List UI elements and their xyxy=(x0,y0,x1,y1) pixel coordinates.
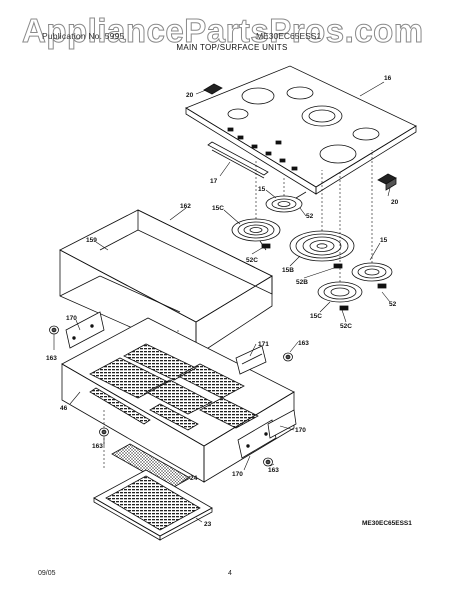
surface-element-15b xyxy=(289,230,355,269)
callout-163-right: 163 xyxy=(298,340,309,347)
burner-box xyxy=(59,209,273,357)
surface-element-15c-bottom xyxy=(317,281,363,311)
callout-15-top: 15 xyxy=(258,186,266,193)
callout-52b: 52B xyxy=(296,279,308,286)
callout-52c-left: 52C xyxy=(246,257,258,264)
surface-element-15c-left xyxy=(231,218,281,251)
publication-header: Publication No. 5995 xyxy=(42,31,125,41)
callout-159: 159 xyxy=(86,237,97,244)
callout-46: 46 xyxy=(60,405,68,412)
callout-17: 17 xyxy=(210,178,218,185)
callout-15c-bottom: 15C xyxy=(310,313,322,320)
callout-23: 23 xyxy=(204,521,212,528)
callout-52-top: 52 xyxy=(306,213,314,220)
leader-lines xyxy=(103,150,373,470)
callout-leaders xyxy=(53,81,391,523)
callout-162: 162 xyxy=(180,203,191,210)
callout-52c-bottom: 52C xyxy=(340,323,352,330)
side-bracket-170-right xyxy=(237,419,277,459)
callout-170-left: 170 xyxy=(66,315,77,322)
surface-element-15-top xyxy=(265,191,307,213)
surface-element-15-right xyxy=(351,262,393,289)
callout-170-right: 170 xyxy=(295,427,306,434)
callout-170-bottom: 170 xyxy=(232,471,243,478)
side-bracket-170-right-end xyxy=(267,409,297,439)
callout-labels: 16 20 20 17 15 15 162 15C 52 159 52C 15B… xyxy=(46,75,399,528)
callout-20-left: 20 xyxy=(186,92,194,99)
callout-163-lower-left: 163 xyxy=(92,443,103,450)
footer-page-number: 4 xyxy=(228,570,232,577)
section-title: MAIN TOP/SURFACE UNITS xyxy=(176,43,288,52)
callout-15b: 15B xyxy=(282,267,294,274)
callout-24: 24 xyxy=(190,475,198,482)
callout-171: 171 xyxy=(258,341,269,348)
bracket-right xyxy=(377,173,397,191)
callout-163-lower-right: 163 xyxy=(268,467,279,474)
cooktop-glass xyxy=(185,65,417,195)
bottom-panel-23 xyxy=(93,469,213,541)
callout-15c-left: 15C xyxy=(212,205,224,212)
callout-20-right: 20 xyxy=(391,199,399,206)
side-bracket-170-left xyxy=(65,311,105,349)
model-header: ME30EC65ESS1 xyxy=(256,31,322,41)
footer-date: 09/05 xyxy=(38,570,56,577)
callout-163-left: 163 xyxy=(46,355,57,362)
control-trim xyxy=(207,141,269,179)
bracket-left xyxy=(203,83,223,95)
watermark: AppliancePartsPros.com xyxy=(22,12,424,50)
diagram-model-code: ME30EC65ESS1 xyxy=(362,520,412,527)
callout-16: 16 xyxy=(384,75,392,82)
callout-15-right: 15 xyxy=(380,237,388,244)
callout-52-right: 52 xyxy=(389,301,397,308)
chassis-46 xyxy=(61,317,295,483)
